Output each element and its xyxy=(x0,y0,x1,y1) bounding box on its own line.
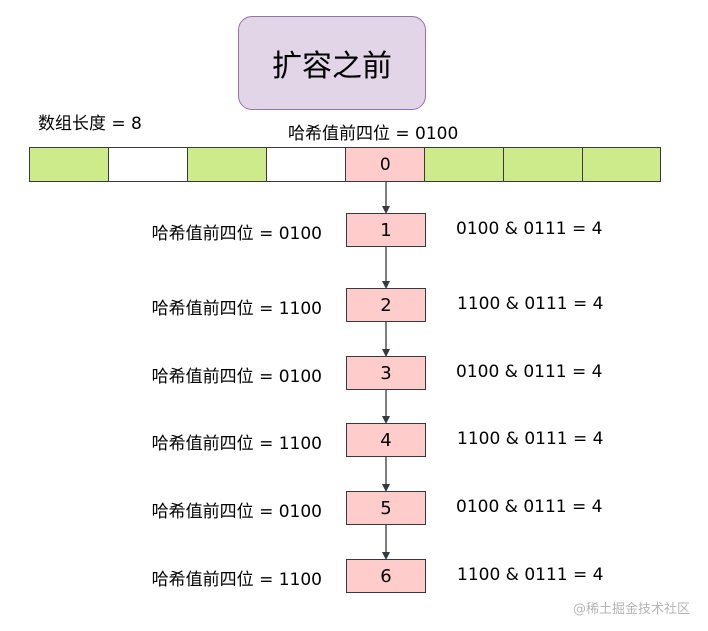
chain-node: 4 xyxy=(346,423,426,457)
node-hash-label: 哈希值前四位 = 0100 xyxy=(151,367,322,387)
chain-node: 3 xyxy=(346,356,426,390)
node-index-calc: 0100 & 0111 = 4 xyxy=(456,497,603,517)
chain-node-label: 5 xyxy=(380,497,392,519)
chain-node-label: 3 xyxy=(380,362,392,384)
bucket-cell xyxy=(108,147,189,182)
bucket-cell xyxy=(29,147,110,182)
node-index-calc: 1100 & 0111 = 4 xyxy=(457,294,604,314)
node-index-calc: 0100 & 0111 = 4 xyxy=(456,362,603,382)
chain-node: 5 xyxy=(346,491,426,525)
node-hash-label: 哈希值前四位 = 0100 xyxy=(151,502,322,522)
bucket-cell: 0 xyxy=(345,147,426,182)
array-length-label: 数组长度 = 8 xyxy=(38,114,142,134)
node-hash-label: 哈希值前四位 = 1100 xyxy=(151,434,322,454)
title-text: 扩容之前 xyxy=(272,49,392,84)
node-hash-label: 哈希值前四位 = 0100 xyxy=(151,224,322,244)
node-index-calc: 1100 & 0111 = 4 xyxy=(457,565,604,585)
bucket-cell xyxy=(582,147,661,182)
chain-node: 6 xyxy=(346,559,426,593)
bucket-cell-label: 0 xyxy=(379,154,391,175)
node-index-calc: 0100 & 0111 = 4 xyxy=(456,219,603,239)
bucket-cell xyxy=(266,147,347,182)
chain-node: 1 xyxy=(346,213,426,247)
node-hash-label: 哈希值前四位 = 1100 xyxy=(151,570,322,590)
chain-node: 2 xyxy=(346,288,426,322)
title-box: 扩容之前 xyxy=(238,16,426,110)
node-hash-label: 哈希值前四位 = 1100 xyxy=(151,299,322,319)
head-hash-label: 哈希值前四位 = 0100 xyxy=(288,124,459,144)
bucket-cell xyxy=(424,147,505,182)
watermark: @稀土掘金技术社区 xyxy=(572,602,690,617)
chain-node-label: 4 xyxy=(380,429,392,451)
bucket-cell xyxy=(503,147,584,182)
node-index-calc: 1100 & 0111 = 4 xyxy=(457,429,604,449)
chain-node-label: 1 xyxy=(380,219,392,241)
chain-node-label: 2 xyxy=(380,294,392,316)
chain-node-label: 6 xyxy=(380,565,392,587)
